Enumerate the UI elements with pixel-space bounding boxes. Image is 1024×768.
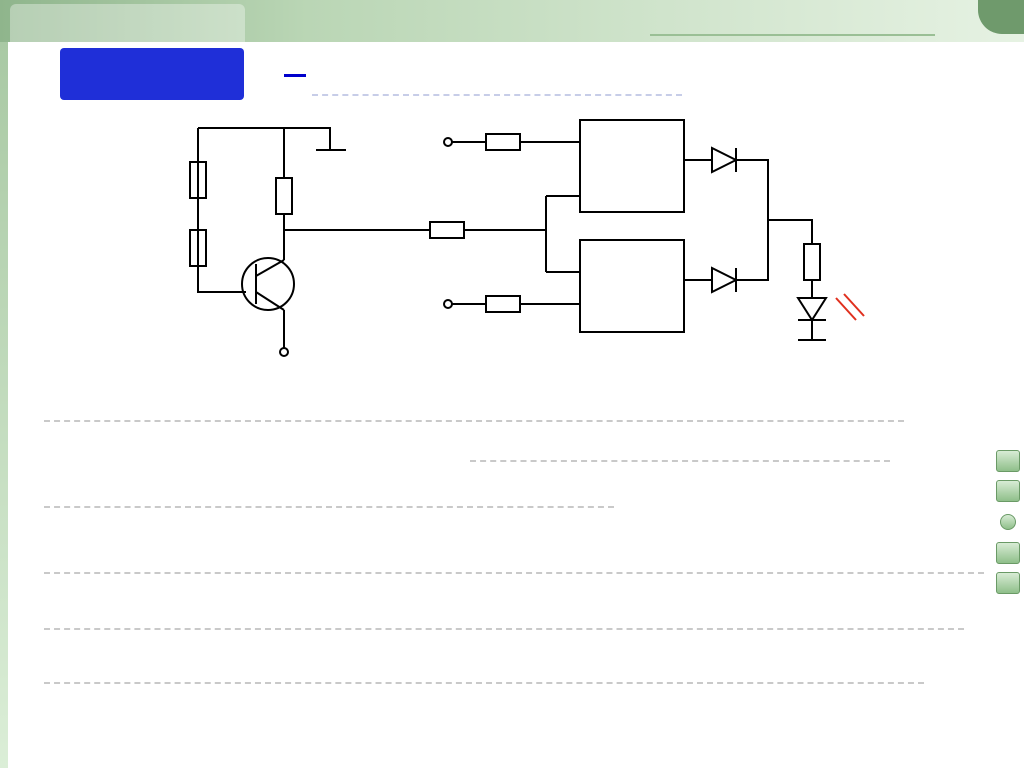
condition-line [470,430,890,462]
last-icon[interactable] [996,572,1020,594]
led-light-icon [835,293,865,321]
case-line [44,542,984,574]
case-line [44,598,964,630]
section-badge [60,48,244,100]
led-symbol [796,297,828,322]
circuit-diagram [189,119,865,357]
chapter-heading [650,8,935,36]
resistor-upper-bias [189,161,207,199]
next-icon[interactable] [996,542,1020,564]
comparator-upper [579,119,685,213]
resistor-lower-input [485,295,521,313]
resistor-upper-input [485,133,521,151]
first-icon[interactable] [996,450,1020,472]
corner-badge-icon [978,0,1024,34]
title-dash [284,74,306,77]
resistor-lower-bias [189,229,207,267]
solution-line [44,476,614,508]
resistor-middle [429,221,465,239]
comparator-lower [579,239,685,333]
side-strip [0,42,8,768]
home-icon[interactable] [1000,514,1016,530]
slide-title [312,54,682,96]
resistor-collector [275,177,293,215]
case-line [44,652,924,684]
previous-icon[interactable] [996,480,1020,502]
bias-network [197,128,246,293]
diode-upper [711,146,739,174]
transistor-symbol [241,257,295,311]
course-logo [10,4,245,48]
slide-navigation [994,436,1022,696]
diode-lower [711,266,739,294]
supply-rail [198,127,331,148]
analysis-line [44,390,904,422]
resistor-load [803,243,821,281]
